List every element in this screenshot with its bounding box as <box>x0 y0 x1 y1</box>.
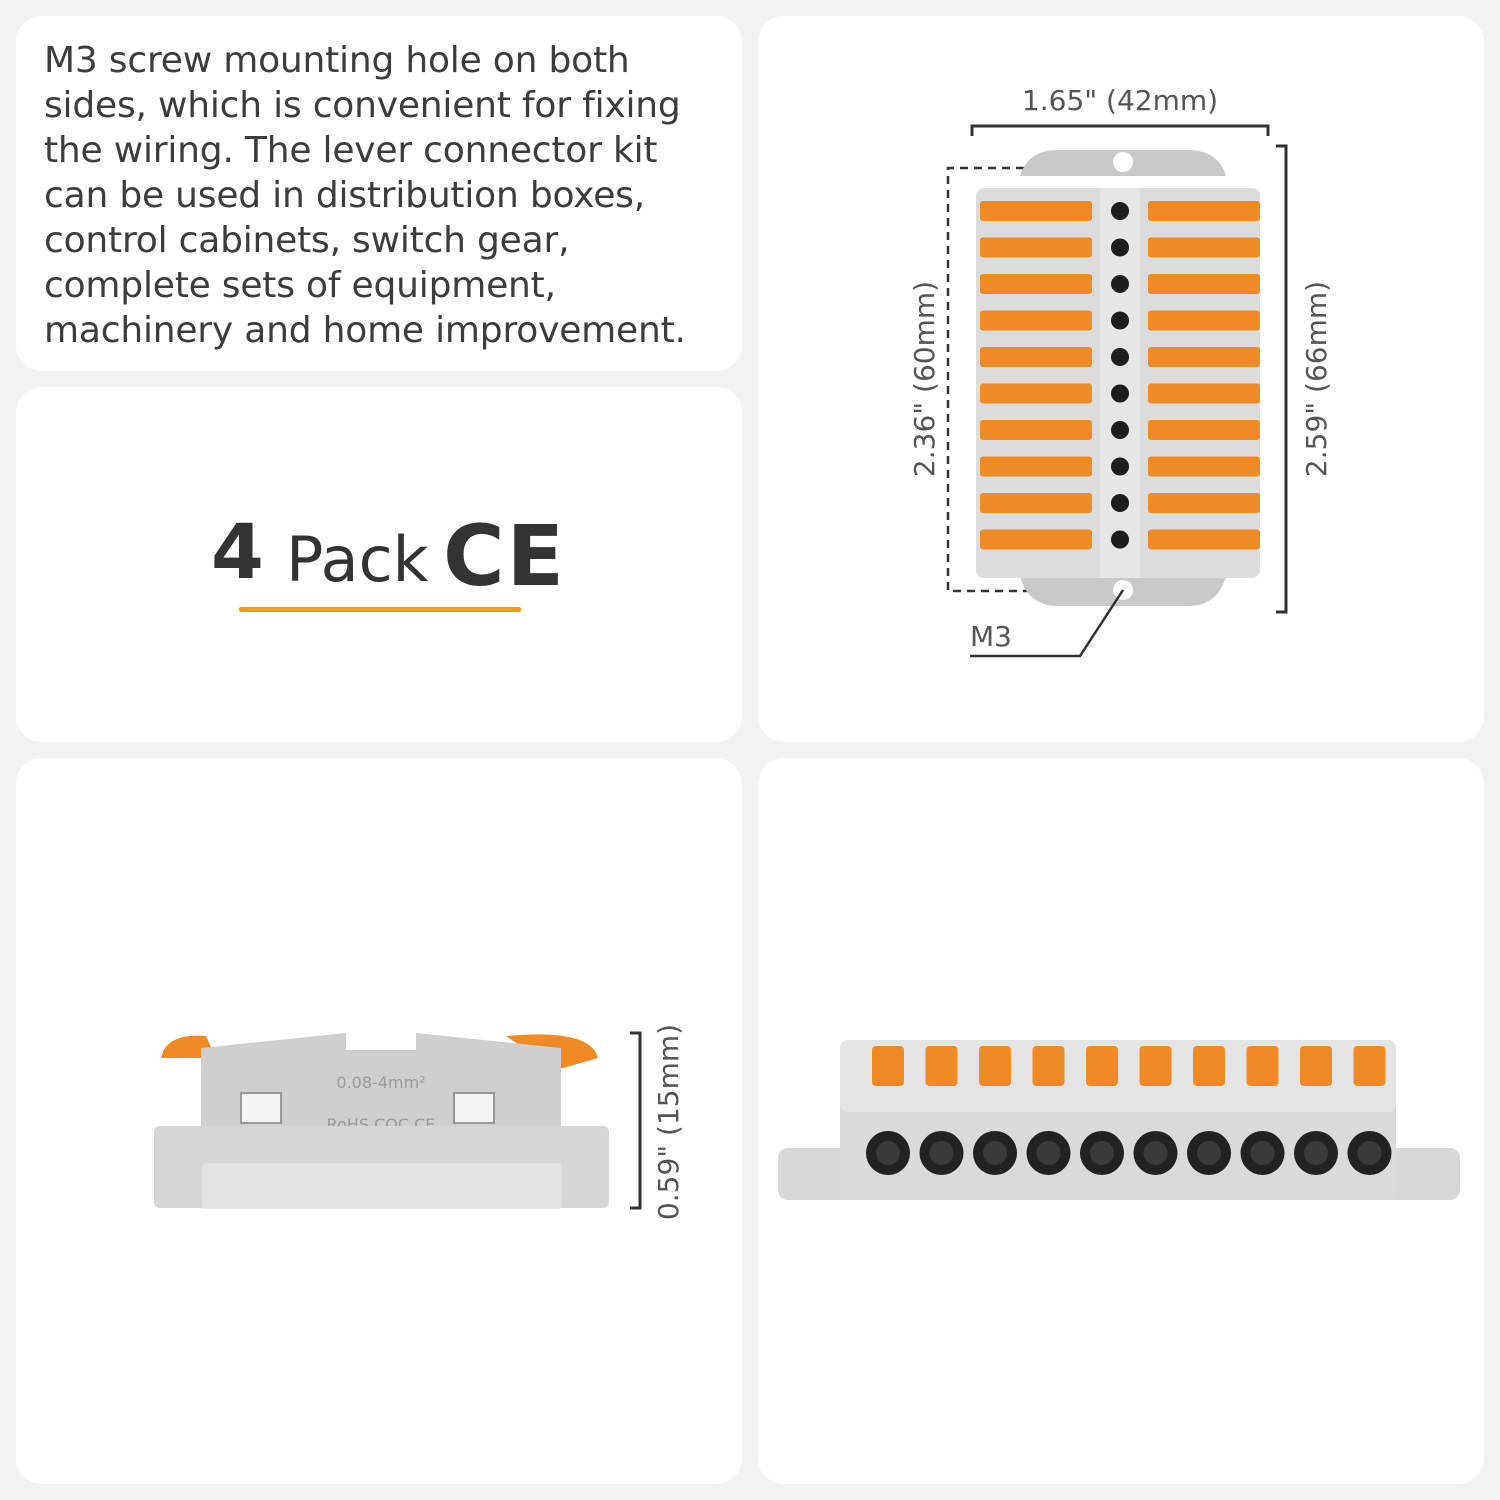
lever-left <box>980 310 1092 331</box>
front-lever <box>1193 1046 1225 1086</box>
outer-height-line <box>1276 144 1288 614</box>
wire-port-inner <box>983 1141 1007 1165</box>
wire-port-inner <box>1036 1141 1061 1165</box>
lever-left <box>980 420 1092 440</box>
wire-port-inner <box>1090 1141 1114 1165</box>
thickness-line <box>630 1031 642 1210</box>
top-m3-hole <box>1113 152 1133 172</box>
description-panel: M3 screw mounting hole on both sides, wh… <box>16 16 742 371</box>
front-lever <box>979 1046 1011 1086</box>
lever-right <box>1148 347 1260 367</box>
wire-port-inner <box>1357 1141 1382 1165</box>
lever-right <box>1148 201 1260 221</box>
description-text: M3 screw mounting hole on both sides, wh… <box>44 40 686 351</box>
center-hole <box>1111 238 1129 257</box>
left-window <box>240 1092 282 1124</box>
lever-left <box>980 383 1092 404</box>
front-lever <box>925 1046 958 1086</box>
pack-underline <box>239 607 521 612</box>
front-lever <box>1086 1046 1118 1086</box>
lever-right <box>1148 456 1260 477</box>
center-hole <box>1111 530 1129 549</box>
m3-label: M3 <box>970 620 1012 653</box>
lever-right <box>1148 383 1260 404</box>
front-ports <box>866 1046 1392 1175</box>
connector-top-view: 1.65" (42mm) 2.59" (66mm) 2.36" (60mm) M… <box>908 84 1333 658</box>
pack-panel: 4 Pack CE <box>16 387 742 742</box>
outer-height-label: 2.59" (66mm) <box>1300 281 1333 477</box>
lever-right <box>1148 420 1260 440</box>
center-hole <box>1111 202 1129 220</box>
wire-port-inner <box>876 1141 900 1165</box>
wire-port-inner <box>1143 1141 1168 1165</box>
center-hole <box>1111 311 1129 330</box>
lever-rows <box>980 201 1260 550</box>
connector-front-view <box>778 1040 1460 1200</box>
lever-left <box>980 347 1092 367</box>
m3-leader-line <box>970 589 1125 658</box>
front-lever <box>1353 1046 1386 1086</box>
lever-right <box>1148 237 1260 258</box>
dimension-panel: 1.65" (42mm) 2.59" (66mm) 2.36" (60mm) M… <box>758 16 1484 742</box>
center-hole <box>1111 494 1129 512</box>
lever-right <box>1148 493 1260 513</box>
right-window <box>453 1092 495 1124</box>
lever-right <box>1148 310 1260 331</box>
lever-left <box>980 274 1092 294</box>
pack-word: Pack <box>286 523 429 596</box>
lever-left <box>980 529 1092 550</box>
width-line <box>970 124 1270 136</box>
front-lever <box>1139 1046 1172 1086</box>
front-lever <box>872 1046 904 1086</box>
base-plate <box>202 1163 562 1209</box>
connector-side-view: 0.08-4mm² RoHS CQC CE 0.59" (15mm) <box>154 1024 685 1220</box>
lever-left <box>980 237 1092 258</box>
front-lever <box>1246 1046 1279 1086</box>
wire-port-inner <box>1197 1141 1221 1165</box>
pack-number: 4 <box>211 507 264 596</box>
wire-range-marking: 0.08-4mm² <box>336 1073 425 1092</box>
lever-right <box>1148 529 1260 550</box>
center-hole <box>1111 348 1129 366</box>
front-lever <box>1032 1046 1065 1086</box>
front-view-panel <box>758 758 1484 1484</box>
front-lever <box>1300 1046 1332 1086</box>
center-hole <box>1111 384 1129 403</box>
center-hole <box>1111 457 1129 476</box>
wire-port-inner <box>929 1141 954 1165</box>
lever-left <box>980 456 1092 477</box>
thickness-label: 0.59" (15mm) <box>652 1024 685 1220</box>
center-hole <box>1111 421 1129 439</box>
center-hole <box>1111 275 1129 293</box>
ce-mark: CE <box>443 507 567 605</box>
inner-height-label: 2.36" (60mm) <box>908 281 941 477</box>
width-label: 1.65" (42mm) <box>1022 84 1218 117</box>
lever-left <box>980 201 1092 221</box>
side-view-panel: 0.08-4mm² RoHS CQC CE 0.59" (15mm) <box>16 758 742 1484</box>
wire-port-inner <box>1250 1141 1275 1165</box>
lever-right <box>1148 274 1260 294</box>
wire-port-inner <box>1304 1141 1328 1165</box>
lever-left <box>980 493 1092 513</box>
